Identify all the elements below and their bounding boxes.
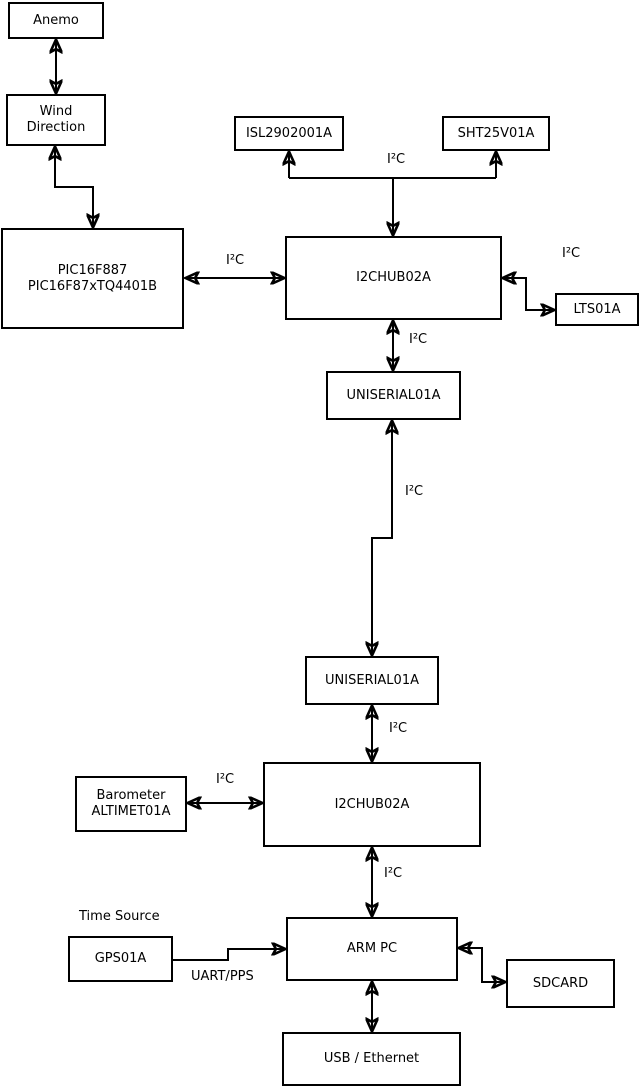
edge-wind-pic <box>55 147 93 227</box>
node-wind-direction: Wind Direction <box>6 94 106 146</box>
label-i2c-hub2-armpc: I²C <box>384 866 403 881</box>
node-sdcard: SDCARD <box>506 959 615 1008</box>
node-uniserial01a-1: UNISERIAL01A <box>326 371 461 420</box>
label-uart-pps: UART/PPS <box>191 969 254 984</box>
node-pic16f887: PIC16F887 PIC16F87xTQ4401B <box>1 228 184 329</box>
edge-hub1-lts <box>503 278 554 310</box>
node-i2chub02a-1: I2CHUB02A <box>285 236 502 320</box>
label-i2c-hub1-lts: I²C <box>562 246 581 261</box>
label-i2c-barometer-hub2: I²C <box>216 772 235 787</box>
label-i2c-uniserial1-uniserial2: I²C <box>405 484 424 499</box>
label-i2c-pic-hub1: I²C <box>226 253 245 268</box>
node-gps01a: GPS01A <box>68 936 173 982</box>
node-isl2902001a: ISL2902001A <box>234 116 344 151</box>
label-i2c-uniserial2-hub2: I²C <box>389 721 408 736</box>
edge-gps-armpc <box>173 949 285 961</box>
node-usb-ethernet: USB / Ethernet <box>282 1032 461 1086</box>
node-i2chub02a-2: I2CHUB02A <box>263 762 481 847</box>
node-barometer-altimet01a: Barometer ALTIMET01A <box>75 776 187 832</box>
node-uniserial01a-2: UNISERIAL01A <box>305 656 439 705</box>
node-lts01a: LTS01A <box>555 293 639 326</box>
node-anemo: Anemo <box>8 2 104 39</box>
node-sht25v01a: SHT25V01A <box>442 116 550 151</box>
label-i2c-hub1-uniserial1: I²C <box>409 332 428 347</box>
node-arm-pc: ARM PC <box>286 917 458 981</box>
label-time-source: Time Source <box>79 909 160 924</box>
edge-uniserial1-uniserial2 <box>372 421 392 655</box>
label-i2c-bus-top: I²C <box>387 152 406 167</box>
edge-armpc-sdcard <box>459 948 505 982</box>
